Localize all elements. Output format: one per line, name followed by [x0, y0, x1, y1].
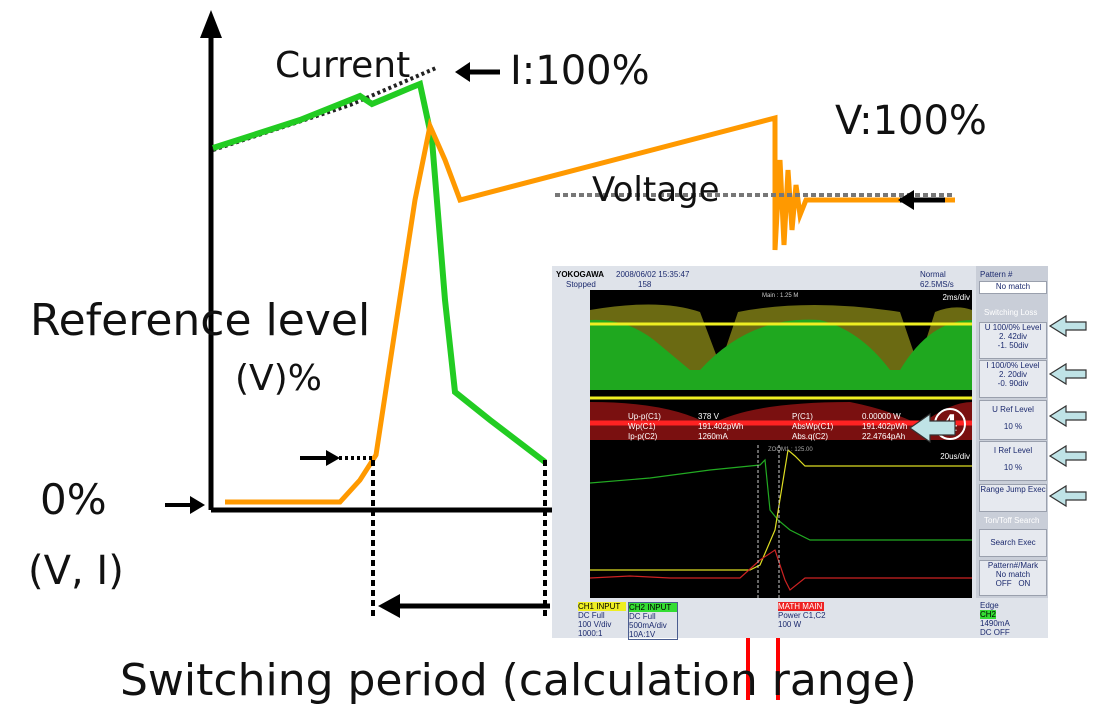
i-hi: 2. 20div — [998, 370, 1028, 379]
scope-plot: Main : 1.25 M 2ms/div ZOOM1 : 125.00 20u… — [589, 290, 972, 598]
trigger-type: Edge — [980, 601, 999, 610]
reference-level-label: Reference level — [30, 295, 371, 346]
pattern-mark-label: Pattern#/Mark — [987, 561, 1039, 570]
range-jump-button[interactable]: Range Jump Exec — [979, 484, 1047, 512]
switching-loss-header: Switching Loss — [984, 308, 1038, 317]
meas-name: Up-p(C1) — [628, 412, 661, 421]
switching-period-label: Switching period (calculation range) — [120, 655, 917, 706]
pattern-label: Pattern # — [980, 270, 1013, 279]
u-lo: -1. 50div — [997, 341, 1029, 350]
zero-unit: (V, I) — [28, 548, 124, 594]
math-expression: Power C1,C2 — [778, 611, 826, 620]
ch2-envelope — [590, 319, 972, 390]
trigger-source: CH2 — [980, 610, 997, 619]
trigger-mode: Normal — [920, 270, 946, 279]
ch2-title: CH2 INPUT — [629, 603, 677, 612]
on-option[interactable]: ON — [1018, 579, 1031, 588]
u-hi: 2. 42div — [998, 332, 1028, 341]
pattern-mark-value: No match — [995, 570, 1031, 579]
trigger-level: 1490mA — [980, 619, 1010, 628]
timebase: 2ms/div — [942, 293, 970, 302]
zero-arrow-icon — [190, 496, 205, 514]
soft-key-panel: Pattern # No match Switching Loss U 100/… — [976, 266, 1048, 598]
i-level-label: I 100/0% Level — [986, 361, 1040, 370]
i-ref-label: I Ref Level — [993, 446, 1033, 455]
meas-value: 191.402pWh — [698, 422, 744, 431]
zero-label: 0% — [40, 475, 107, 524]
i-ref-value: 10 % — [1003, 463, 1023, 472]
current-100-label: I:100% — [510, 48, 650, 94]
brand: YOKOGAWA — [556, 270, 605, 279]
u-ref-label: U Ref Level — [992, 405, 1034, 414]
math-title: MATH MAIN — [778, 602, 824, 611]
ch2-probe: 10A:1V — [629, 630, 656, 639]
meas-name: Wp(C1) — [628, 422, 656, 431]
voltage-waveform — [225, 114, 955, 505]
u-ref-button[interactable]: U Ref Level 10 % — [979, 400, 1047, 440]
meas-value: 378 V — [698, 412, 719, 421]
search-exec-button[interactable]: Search Exec — [979, 529, 1047, 557]
current-waveform — [212, 79, 547, 465]
voltage-arrow-icon — [898, 190, 914, 210]
acq-count: 158 — [638, 280, 652, 289]
off-option[interactable]: OFF — [995, 579, 1012, 588]
u-level-label: U 100/0% Level — [984, 323, 1042, 332]
zoom-factor: ZOOM1 : 125.00 — [768, 447, 813, 453]
status: Stopped — [566, 280, 596, 289]
y-axis-arrow-icon — [200, 10, 222, 38]
meas-value: 0.00000 W — [862, 412, 901, 421]
zoom-ch1-trace — [590, 448, 972, 571]
meas-name: Ip-p(C2) — [628, 432, 658, 441]
meas-value: 191.402pWh — [862, 422, 908, 431]
trigger-coupling: DC OFF — [980, 628, 1010, 637]
ch2-scale: 500mA/div — [629, 621, 667, 630]
ch1-coupling: DC Full — [578, 611, 605, 620]
meas-name: Abs.q(C2) — [792, 432, 829, 441]
meas-name: P(C1) — [792, 412, 813, 421]
voltage-label: Voltage — [592, 170, 720, 210]
oscilloscope-screenshot: YOKOGAWA 2008/06/02 15:35:47 Stopped 158… — [552, 266, 1048, 640]
meas-name: AbsWp(C1) — [792, 422, 834, 431]
ch1-title: CH1 INPUT — [578, 602, 626, 611]
marker-4: 4 — [934, 408, 966, 440]
period-arrow-icon — [378, 594, 400, 618]
ton-toff-header: Ton/Toff Search — [984, 516, 1040, 525]
pattern-value: No match — [979, 281, 1047, 294]
voltage-100-label: V:100% — [835, 98, 987, 144]
ch2-coupling: DC Full — [629, 612, 656, 621]
zoom-timebase: 20us/div — [940, 452, 970, 461]
reference-level-unit: (V)% — [235, 358, 322, 399]
u-ref-value: 10 % — [1003, 422, 1023, 431]
math-scale: 100 W — [778, 620, 802, 629]
ch1-probe: 1000:1 — [578, 629, 603, 638]
zoom-math-trace — [589, 549, 972, 591]
trigger-info[interactable]: Edge CH2 1490mA DC OFF — [980, 601, 1010, 637]
sample-rate: 62.5MS/s — [920, 280, 954, 289]
i-lo: -0. 90div — [997, 379, 1029, 388]
i-ref-button[interactable]: I Ref Level 10 % — [979, 441, 1047, 481]
meas-value: 22.4764pAh — [862, 432, 906, 441]
scope-traces — [589, 304, 972, 598]
meas-value: 1260mA — [698, 432, 728, 441]
ch1-scale: 100 V/div — [578, 620, 612, 629]
current-label: Current — [275, 45, 411, 86]
current-arrow-icon — [455, 62, 470, 82]
zoom-ch2-trace — [589, 458, 972, 541]
datetime: 2008/06/02 15:35:47 — [616, 270, 690, 279]
main-record: Main : 1.25 M — [762, 293, 799, 299]
